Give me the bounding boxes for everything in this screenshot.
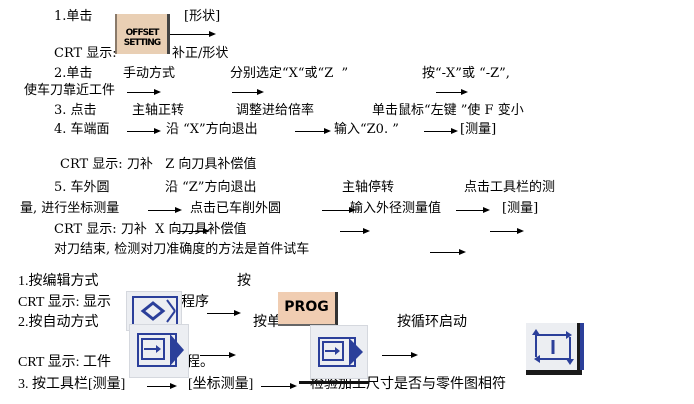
- s2-step2-c: 按循环启动: [397, 315, 467, 330]
- s2-crt1-b: 程序: [181, 295, 209, 310]
- auto-mode-button[interactable]: [129, 324, 189, 378]
- step2-d: 按“-X”或 “-Z”,: [422, 66, 510, 81]
- crt3: CRT 显示: 刀补 X 向刀具补偿值: [54, 222, 247, 237]
- step2-c: 分别选定“X“或“Z ”: [230, 66, 349, 81]
- arrow: [170, 31, 216, 37]
- prog-button[interactable]: PROG: [278, 292, 338, 326]
- arrow: [148, 207, 182, 213]
- crt2: CRT 显示: 刀补 Z 向刀具补偿值: [60, 157, 257, 172]
- cycle-start-icon: [532, 329, 574, 365]
- step1-prefix: 1.单击: [54, 9, 93, 24]
- s2-step2-b: 按单: [253, 315, 281, 330]
- step3-b: 主轴正转: [132, 103, 185, 118]
- s2-step3-b: [坐标测量]: [188, 377, 254, 392]
- step3-d: 单击鼠标“左键 ”使 F 变小: [372, 103, 524, 118]
- auto-mode-icon: [137, 333, 184, 367]
- arrow: [322, 207, 356, 213]
- auto-mode-icon: [318, 337, 363, 367]
- step5-c: 主轴停转: [342, 180, 395, 195]
- arrow: [436, 89, 468, 95]
- arrow: [456, 207, 490, 213]
- arrow: [147, 383, 177, 389]
- step5-f: 点击已车削外圆: [190, 201, 282, 216]
- step4-b: 沿 “X”方向退出: [166, 122, 258, 137]
- arrow: [232, 89, 264, 95]
- step4-d: [测量]: [460, 122, 497, 137]
- s2-step2-a: 2.按自动方式: [18, 315, 99, 330]
- s2-step1-a: 1.按编辑方式: [18, 274, 99, 289]
- arrow: [430, 249, 466, 255]
- step5-h: [测量]: [502, 201, 539, 216]
- step5-a: 5. 车外圆: [54, 180, 110, 195]
- s2-crt1-a: CRT 显示: 显示: [18, 295, 112, 310]
- arrow: [261, 383, 297, 389]
- arrow: [382, 352, 418, 358]
- underline: [299, 381, 369, 384]
- s2-step1-b: 按: [237, 274, 251, 289]
- arrow: [127, 128, 161, 134]
- end-note: 对刀结束, 检测对刀准确度的方法是首件试车: [54, 242, 310, 257]
- s2-step3-c: 检验加工尺寸是否与零件图相符: [310, 377, 506, 392]
- crt1-prefix: CRT 显示:: [54, 46, 117, 61]
- step4-c: 输入“Z0. ”: [334, 122, 399, 137]
- arrow: [424, 128, 458, 134]
- crt1-suffix: 补正/形状: [172, 46, 229, 61]
- step5-g: 输入外径测量值: [350, 201, 442, 216]
- s2-crt2-b: 程。: [186, 355, 214, 370]
- step4-a: 4. 车端面: [54, 122, 110, 137]
- arrow: [295, 128, 331, 134]
- step5-d: 点击工具栏的测: [464, 180, 556, 195]
- s2-step3-a: 3. 按工具栏[测量]: [18, 377, 126, 392]
- cycle-start-button[interactable]: [526, 323, 584, 375]
- step2-b: 手动方式: [123, 66, 176, 81]
- step1-suffix: [形状]: [184, 9, 221, 24]
- step2-a: 2.单击: [54, 66, 93, 81]
- auto-mode-button[interactable]: [299, 325, 369, 384]
- arrow: [127, 89, 161, 95]
- step5-b: 沿 “Z”方向退出: [165, 180, 257, 195]
- arrow: [490, 228, 524, 234]
- arrow: [200, 352, 236, 358]
- arrow: [340, 228, 370, 234]
- step2-e: 使车刀靠近工件: [24, 83, 116, 98]
- s2-crt2-a: CRT 显示: 工件: [18, 355, 112, 370]
- step3-c: 调整进给倍率: [236, 103, 315, 118]
- step5-e: 量, 进行坐标测量: [20, 201, 120, 216]
- step3-a: 3. 点击: [54, 103, 97, 118]
- arrow: [207, 310, 241, 316]
- arrow: [178, 228, 210, 234]
